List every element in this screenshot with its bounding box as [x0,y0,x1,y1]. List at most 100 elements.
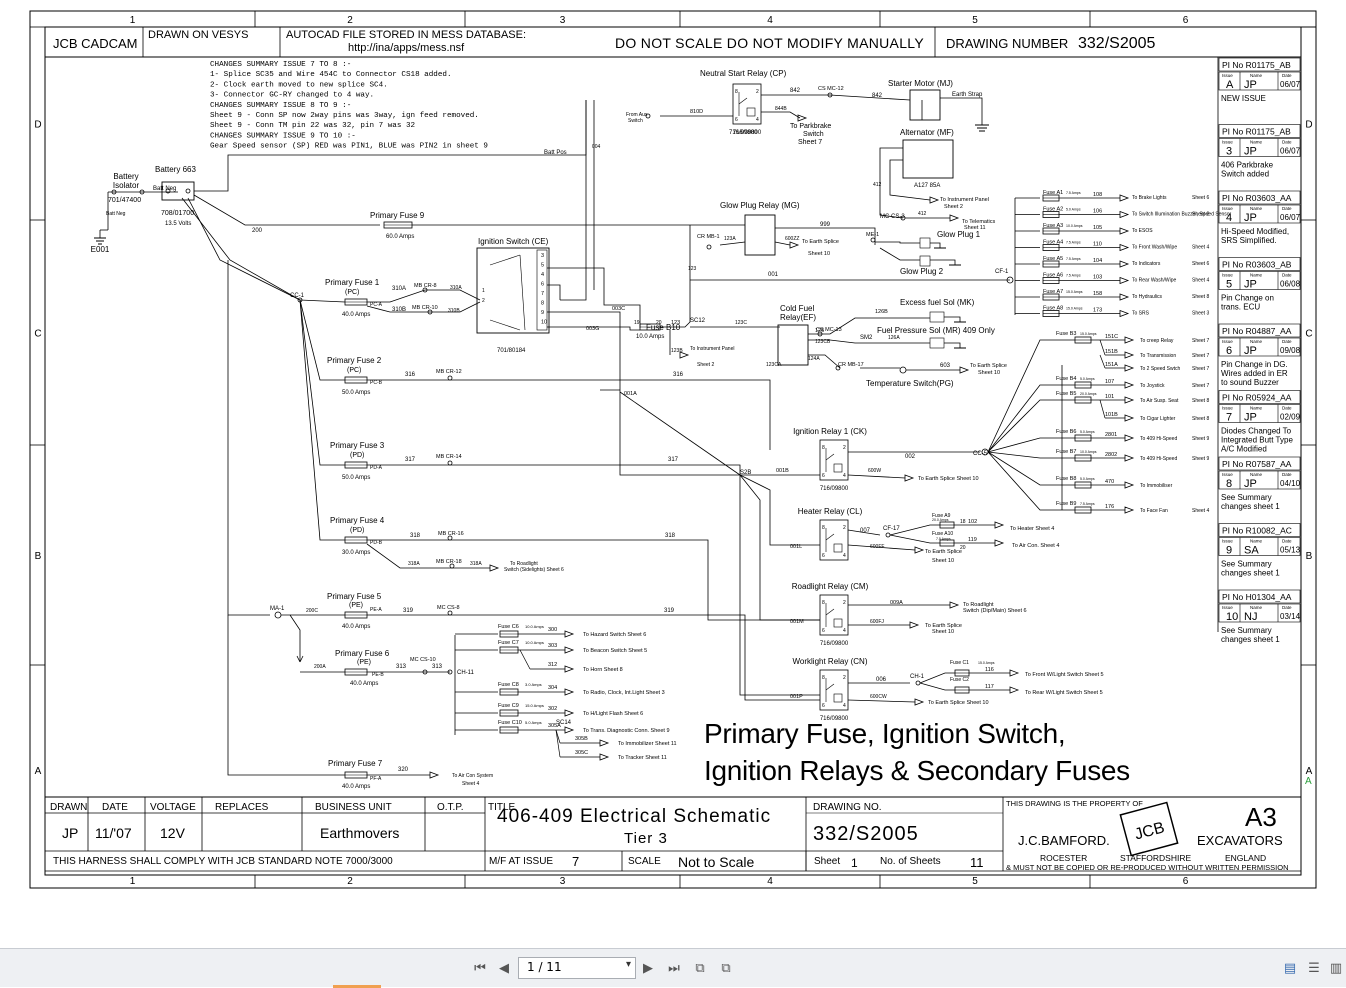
pin-label: 2 [482,298,485,304]
destination-sheet: Sheet 4 [1192,508,1209,514]
title-title-label: TITLE [488,802,516,813]
primary-fuse-label: Primary Fuse 3 [330,441,385,450]
destination-label: To Beacon Switch Sheet 5 [583,648,647,654]
revision-note: A/C Modified [1221,445,1267,454]
revision-heading: Date [1282,472,1292,477]
primary-fuse-amps: 40.0 Amps [342,624,370,630]
connector-label: CS MC-12 [818,86,844,92]
page-selector[interactable]: 1 / 11 ▾ [518,957,636,979]
wire-label: 123A [724,236,736,242]
wire-line [227,615,345,776]
wire-label: 124A [808,356,820,362]
pin-label: 20 [960,545,966,551]
connector-label: MB CR-16 [438,531,464,537]
revision-note: trans. ECU [1221,303,1260,312]
destination-label: To Tracker Sheet 11 [618,755,667,761]
primary-fuse-amps: 40.0 Amps [342,784,370,790]
fuel-pressure-label: Fuel Pressure Sol (MR) 409 Only [877,326,995,335]
secondary-fuse-amps: 5.0 Amps [1080,430,1095,434]
arrow-icon [1124,364,1135,372]
revision-pi-box [1218,124,1301,138]
wire-line [825,683,835,691]
glow-plug-2-label: Glow Plug 2 [900,267,944,276]
revision-heading: Issue [1222,206,1233,211]
destination-sheet: Sheet 7 [1192,353,1209,359]
wire-label: 320 [398,767,409,773]
connector-icon [422,287,428,293]
wire-label: 318A [408,561,420,567]
revision-issue-box [1218,337,1301,357]
next-page-icon[interactable]: ▶ [643,960,653,976]
wire-line [919,682,955,691]
destination-label: Switch [803,131,824,138]
arrow-icon [789,241,800,249]
connector-label: CC-1 [290,293,305,299]
copy-icon[interactable]: ⧉ [695,960,705,976]
change-summary-line: Sheet 9 - Conn TM pin 22 was 32, pin 7 w… [210,122,416,130]
relay-label: Ignition Relay 1 (CK) [793,427,867,436]
wire-line [299,299,345,466]
last-page-icon[interactable]: ⏭ [668,960,680,976]
ignition-pin-block [536,249,548,331]
secondary-fuse-label: Fuse A5 [1043,256,1063,262]
revision-issue: A [1226,79,1234,91]
secondary-fuse-label: Fuse B3 [1056,331,1076,337]
battery-part: 708/01700 [161,210,194,217]
destination-label: Sheet 4 [462,781,479,787]
first-page-icon[interactable]: ⏮ [474,960,486,976]
title-copy-notice: & MUST NOT BE COPIED OR RE-PRODUCED WITH… [1006,863,1289,872]
revision-heading: Date [1282,539,1292,544]
revision-name: JP [1244,345,1257,357]
relay-coil-icon [833,618,843,628]
relay-coil-icon [746,107,756,117]
wire-line [808,317,930,335]
wire-line [187,197,301,301]
destination-label: To Switch Illumination Buzzer, Speed Sen… [1132,212,1232,218]
revision-issue-box [1218,71,1301,91]
destination-label: Sheet 10 [808,251,830,257]
revision-note: changes sheet 1 [1221,569,1280,578]
primary-fuse-amps: 50.0 Amps [342,475,370,481]
wire-line [774,241,791,246]
caption-line-1: Primary Fuse, Ignition Switch, [704,718,1066,749]
revision-pi: PI No R04887_AA [1222,326,1292,336]
heater-relay-box [819,519,849,561]
arrow-icon [1119,309,1130,318]
destination-label: Switch [628,118,643,124]
wire-line [825,453,835,461]
wire-label: 2801 [1105,432,1117,438]
arrow-icon [797,114,808,122]
continuous-view-icon[interactable]: ☰ [1308,960,1320,976]
wire-line [940,97,983,125]
wire-line [299,299,345,541]
single-page-view-icon[interactable]: ▤ [1283,960,1297,976]
destination-sheet: Sheet 4 [1192,245,1209,251]
connector-label: CR MB-17 [838,362,864,368]
previous-page-icon[interactable]: ◀ [499,960,509,976]
arrow-icon [1124,454,1135,462]
relay-part-number: 716/09800 [729,130,758,136]
destination-label: To Hazard Switch Sheet 6 [583,632,646,638]
grid-row-label: B [1306,551,1313,562]
pin-label: 2 [843,525,846,531]
secondary-fuse-amps: 20.0 Amps [1080,392,1097,396]
revision-pi-box [1218,57,1301,72]
secondary-fuse-amps: 15.0 Amps [1080,332,1097,336]
wire-line [366,543,490,569]
wire-line [987,339,1075,453]
wire-label: 305C [575,750,588,756]
grid-column-label: 1 [130,15,136,26]
wire-label: 842 [872,93,883,99]
two-page-view-icon[interactable]: ▥ [1329,960,1343,976]
revision-issue: 6 [1226,345,1232,357]
destination-label: To Telematics [962,219,995,225]
secondary-fuse-label: Fuse C8 [498,682,519,688]
arrow-icon [949,601,960,609]
pin-label: 6 [541,282,544,288]
title-voltage: 12V [160,825,186,841]
wire-line [560,100,587,301]
wire-line [808,354,841,369]
title-mf: 7 [572,854,579,869]
paste-icon[interactable]: ⧉ [721,960,731,976]
arrow-icon [949,214,960,222]
